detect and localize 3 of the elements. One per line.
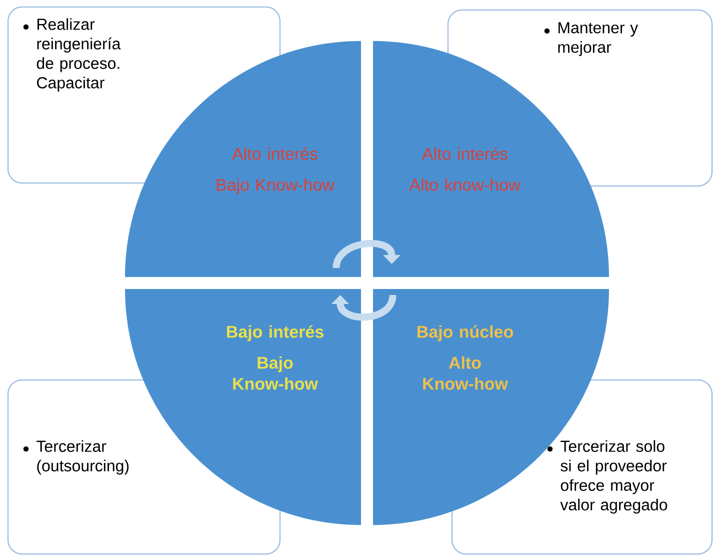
- quadrant: Alto interés Bajo Know-how: [125, 41, 361, 277]
- curved-arrow: [331, 294, 396, 321]
- item-text: Realizar reingeniería de proceso. Capacitar: [36, 18, 121, 92]
